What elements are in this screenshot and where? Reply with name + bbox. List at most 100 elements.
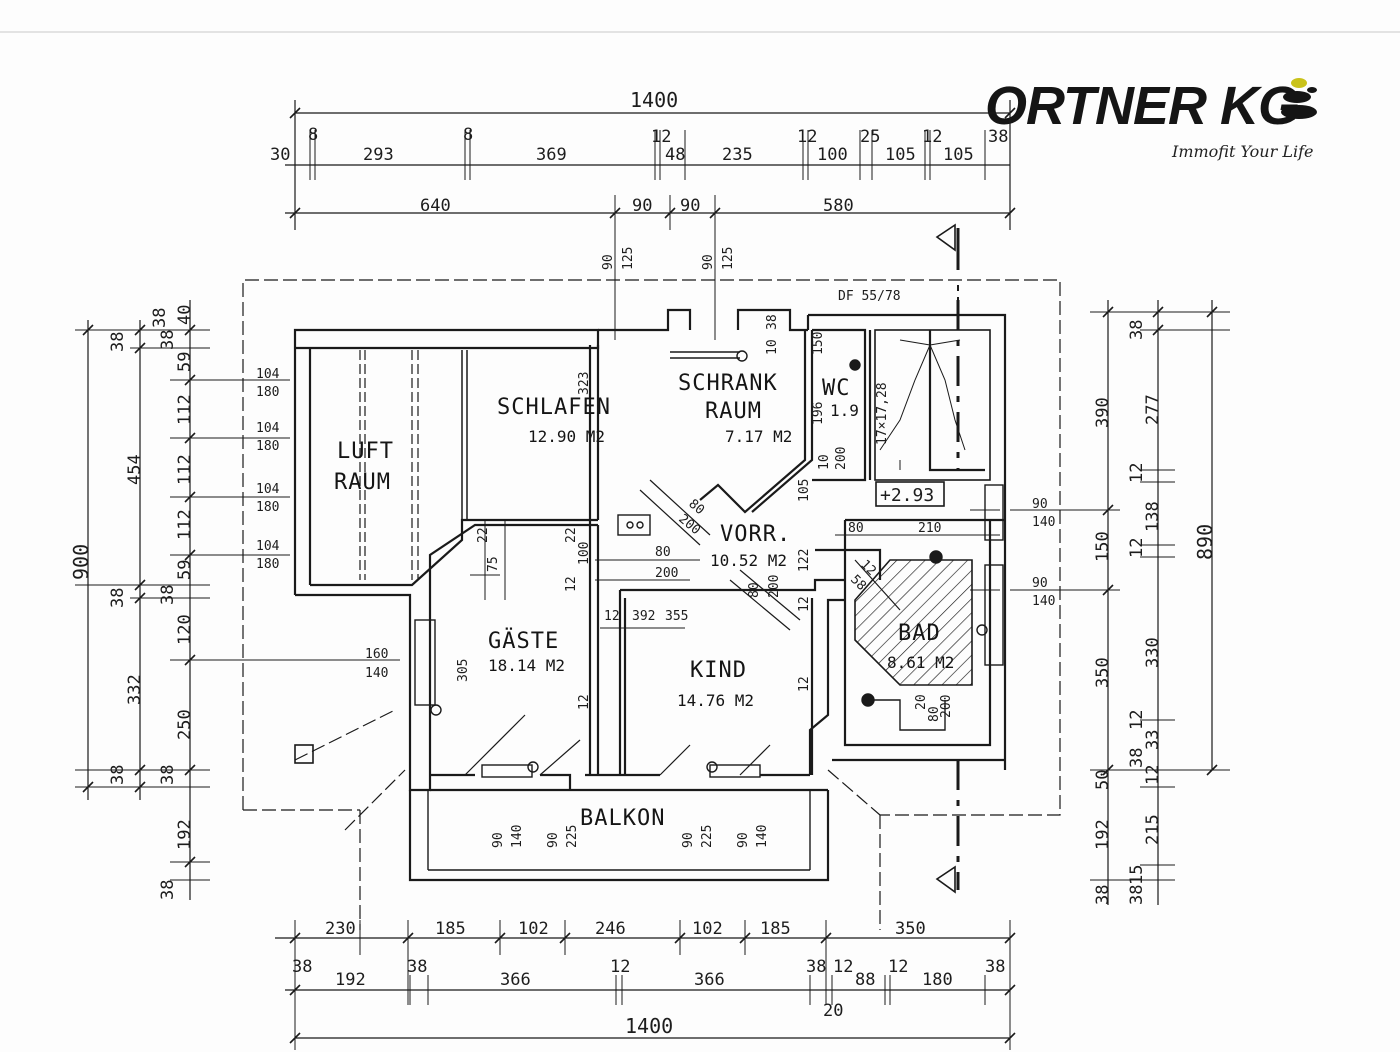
room-luft-name2: RAUM (334, 470, 391, 495)
inner-dim: 12 (577, 694, 592, 710)
room-schlafen-area: 12.90 M2 (528, 427, 605, 446)
window-dim: 180 (256, 500, 279, 515)
top-dimension-labels: 1400 30 8 293 8 369 12 48 235 12 100 25 … (270, 88, 1008, 304)
bottom-dim-row2: 180 (922, 970, 953, 990)
inner-dim: 38 (765, 314, 780, 330)
inner-dim: 80 (747, 582, 762, 598)
top-dim: 48 (665, 145, 685, 165)
bottom-dimension-chains (275, 920, 1016, 1050)
room-balkon-name: BALKON (580, 806, 665, 831)
top-dim: 8 (463, 125, 473, 145)
window-dim: 140 (1032, 515, 1055, 530)
room-bad-name: BAD (898, 621, 941, 646)
inner-dim: 200 (834, 447, 849, 470)
top-dim: 25 (860, 127, 880, 147)
balkon-dim: 140 (510, 825, 525, 848)
left-dim: 192 (175, 819, 195, 850)
inner-dim: 105 (797, 479, 812, 502)
window-dim: 180 (256, 439, 279, 454)
right-dim: 138 (1143, 501, 1163, 532)
top-dim: 293 (363, 145, 394, 165)
bottom-dim: 350 (895, 919, 926, 939)
room-schlafen-name: SCHLAFEN (497, 395, 611, 420)
bottom-dim-row2: 38 (407, 957, 427, 977)
right-dimension-labels: 890 390 150 350 50 192 38 38 277 12 138 … (1032, 320, 1217, 905)
vertical-dim: 90 (601, 254, 616, 270)
left-dimension-labels: 900 38 454 38 332 38 38 59 112 112 112 5… (69, 305, 388, 900)
top-dim: 30 (270, 145, 290, 165)
balkon-dim: 90 (546, 832, 561, 848)
bottom-dim-row2: 366 (500, 970, 531, 990)
right-dim: 192 (1093, 819, 1113, 850)
balkon-dim: 90 (681, 832, 696, 848)
inner-dim: 22 (476, 527, 491, 543)
left-dim: 38 (158, 585, 178, 605)
left-dim: 112 (175, 454, 195, 485)
inner-dim: 75 (486, 556, 501, 572)
staircase (879, 300, 966, 470)
right-dim: 12 (1127, 710, 1147, 730)
right-dimension-chains (1010, 300, 1230, 905)
right-dim: 12 (1127, 463, 1147, 483)
inner-dim: 10 (765, 339, 780, 355)
bottom-sub-dim: 20 (823, 1001, 843, 1021)
bathtub-hatch (854, 559, 973, 686)
right-dim: 150 (1093, 531, 1113, 562)
room-schrank-name: SCHRANK (678, 371, 778, 396)
balkon-dim: 140 (755, 825, 770, 848)
room-gaeste-name: GÄSTE (488, 628, 559, 654)
top-dim-row2: 90 (680, 196, 700, 216)
window-dim: 180 (256, 557, 279, 572)
inner-dim: 122 (797, 549, 812, 572)
room-vorr-area: 10.52 M2 (710, 551, 787, 570)
bottom-dim: 102 (692, 919, 723, 939)
vertical-dim: 125 (721, 247, 736, 270)
room-kind-area: 14.76 M2 (677, 691, 754, 710)
inner-dim: 392 (632, 609, 655, 624)
bottom-dim: 230 (325, 919, 356, 939)
top-dimension-chains (285, 100, 1016, 340)
bottom-dim-row2: 192 (335, 970, 366, 990)
top-dim: 8 (308, 125, 318, 145)
right-dim: 38 (1127, 320, 1147, 340)
window-dim: 104 (256, 421, 280, 436)
inner-dim: 80 (655, 545, 671, 560)
bottom-dim-row2: 38 (806, 957, 826, 977)
left-dim: 120 (175, 614, 195, 645)
inner-dim: 210 (918, 521, 941, 536)
right-dim: 12 (1143, 765, 1163, 785)
top-dim-row2: 580 (823, 196, 854, 216)
door-swings (464, 479, 901, 776)
logo-name: ORTNER KG (985, 76, 1299, 136)
top-dim-row2: 90 (632, 196, 652, 216)
top-dim: 105 (943, 145, 974, 165)
inner-dim: 100 (577, 542, 592, 565)
left-dim: 59 (175, 352, 195, 372)
left-dim: 454 (125, 454, 145, 485)
balkon-dim: 90 (491, 832, 506, 848)
room-vorr-name: VORR. (720, 522, 791, 547)
bottom-dim-row2: 12 (610, 957, 630, 977)
left-dim: 250 (175, 709, 195, 740)
level-box (875, 481, 945, 507)
right-dim: 15 (1127, 865, 1147, 885)
right-dim: 38 (1127, 748, 1147, 768)
bottom-overall-dim: 1400 (625, 1014, 673, 1038)
room-wc-name: WC (822, 376, 851, 401)
bottom-dim-row2: 38 (985, 957, 1005, 977)
top-dim: 12 (797, 127, 817, 147)
bottom-dim-row2: 88 (855, 970, 875, 990)
inner-dim: 305 (456, 659, 471, 682)
right-dim: 38 (1127, 885, 1147, 905)
right-dim: 277 (1143, 394, 1163, 425)
window-dim: 90 (1032, 497, 1048, 512)
right-dim: 33 (1143, 730, 1163, 750)
inner-dim: 323 (577, 372, 592, 395)
inner-dim: 80 (927, 706, 942, 722)
section-markers (935, 223, 960, 894)
window-dim: 140 (365, 666, 388, 681)
bottom-dim: 185 (435, 919, 466, 939)
top-dim: 12 (922, 127, 942, 147)
window-dim: 104 (256, 367, 280, 382)
